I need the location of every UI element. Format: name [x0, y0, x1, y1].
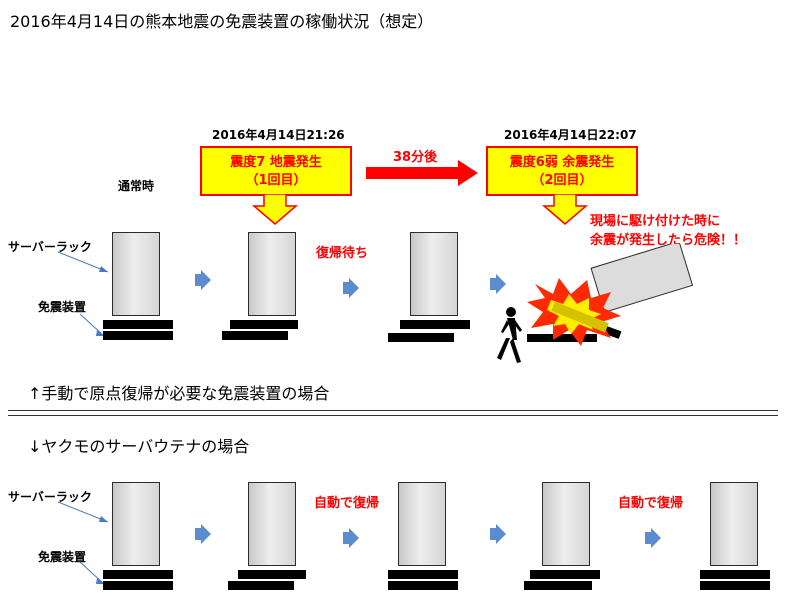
- yakumo-note: ↓ヤクモのサーバウテナの場合: [28, 437, 250, 456]
- flow-arrow-2-body: [343, 282, 349, 294]
- isolator-upper-b3: [388, 570, 458, 579]
- isolator-lower-b5: [700, 581, 770, 590]
- server-rack-2: [248, 232, 296, 316]
- danger-line1: 現場に駆け付けた時に: [590, 214, 721, 229]
- isolator-lower-3: [388, 333, 454, 342]
- rack-pointer-head: [99, 266, 108, 272]
- server-rack-b2: [248, 482, 296, 566]
- flow-arrow-2-head: [349, 278, 359, 298]
- server-rack-b1: [112, 482, 160, 566]
- interval-arrow: [366, 160, 478, 186]
- collapse-scene: [497, 244, 694, 363]
- server-rack-3: [410, 232, 458, 316]
- flow-arrow-b3: [490, 524, 506, 544]
- isolator-pointer-head: [96, 330, 104, 336]
- divider-top: [8, 410, 778, 411]
- isolator-upper-1: [103, 320, 173, 329]
- isolator-lower-2: [222, 331, 288, 340]
- normal-state-label: 通常時: [118, 179, 155, 193]
- isolator-label-bottom: 免震装置: [38, 550, 87, 564]
- broken-plate-icon: [551, 301, 609, 333]
- server-rack-b3: [398, 482, 446, 566]
- isolator-lower-b1: [103, 581, 173, 590]
- fallen-isolator-lower: [527, 334, 597, 342]
- event2-down-arrow-shape: [541, 194, 589, 225]
- fallen-rack-icon: [590, 244, 694, 313]
- flow-arrow-b2-body: [343, 532, 349, 544]
- isolator-label: 免震装置: [38, 300, 87, 314]
- flow-arrow-1-head: [201, 270, 211, 290]
- flow-arrow-b2-head: [349, 528, 359, 548]
- server-rack-label-bottom: サーバーラック: [8, 490, 92, 504]
- rack-pointer-line: [57, 251, 109, 273]
- isolator-lower-b2: [228, 581, 294, 590]
- server-rack-label: サーバーラック: [8, 240, 92, 254]
- flow-arrow-b1-body: [195, 528, 201, 540]
- event1-callout: 震度7 地震発生 （1回目）: [200, 146, 352, 196]
- isolator-pointer-line-bottom: [79, 561, 105, 585]
- server-rack-b4: [542, 482, 590, 566]
- isolator-upper-b2: [238, 570, 306, 579]
- flow-arrow-b1: [195, 524, 211, 544]
- danger-line2: 余震が発生したら危険！！: [590, 233, 747, 248]
- interval-label: 38分後: [393, 150, 438, 165]
- flow-arrow-1-body: [195, 274, 201, 286]
- page-title: 2016年4月14日の熊本地震の免震装置の稼働状況（想定）: [10, 12, 434, 31]
- waiting-label: 復帰待ち: [316, 246, 369, 261]
- server-rack-b5: [710, 482, 758, 566]
- flow-arrow-3-head: [496, 274, 506, 294]
- event2-line2: （2回目）: [531, 173, 593, 188]
- isolator-lower-1: [103, 331, 173, 340]
- person-walking-icon: [497, 307, 522, 363]
- event2-datetime: 2016年4月14日22:07: [504, 128, 637, 142]
- event1-line1: 震度7 地震発生: [230, 155, 322, 170]
- isolator-upper-2: [230, 320, 298, 329]
- event2-down-arrow: [541, 194, 589, 225]
- server-rack-1: [112, 232, 160, 316]
- manual-return-note: ↑手動で原点復帰が必要な免震装置の場合: [28, 384, 330, 403]
- rack-pointer-head-bottom: [99, 516, 108, 522]
- isolator-upper-3: [400, 320, 470, 329]
- event1-down-arrow-shape: [251, 194, 299, 225]
- interval-arrow-shape: [366, 160, 478, 186]
- auto-return-label-1: 自動で復帰: [314, 496, 380, 511]
- flow-arrow-2: [343, 278, 359, 298]
- isolator-pointer-line: [79, 313, 105, 337]
- flow-arrow-b4-head: [651, 528, 661, 548]
- flow-arrow-b1-head: [201, 524, 211, 544]
- event1-line2: （1回目）: [245, 173, 307, 188]
- flow-arrow-b4: [645, 528, 661, 548]
- event2-callout: 震度6弱 余震発生 （2回目）: [486, 146, 638, 196]
- divider-bottom: [8, 415, 778, 416]
- flow-arrow-1: [195, 270, 211, 290]
- event1-datetime: 2016年4月14日21:26: [212, 128, 345, 142]
- isolator-lower-b4: [524, 581, 592, 590]
- isolator-lower-b3: [388, 581, 458, 590]
- isolator-upper-b5: [700, 570, 770, 579]
- event2-line1: 震度6弱 余震発生: [509, 155, 615, 170]
- flow-arrow-3-body: [490, 278, 496, 290]
- rack-pointer-line-bottom: [57, 501, 109, 523]
- danger-warning: 現場に駆け付けた時に 余震が発生したら危険！！: [590, 212, 746, 250]
- flow-arrow-b4-body: [645, 532, 651, 544]
- isolator-pointer-head-bottom: [96, 578, 104, 584]
- isolator-upper-b4: [530, 570, 600, 579]
- isolator-upper-b1: [103, 570, 173, 579]
- flow-arrow-3: [490, 274, 506, 294]
- flow-arrow-b3-body: [490, 528, 496, 540]
- auto-return-label-2: 自動で復帰: [618, 496, 684, 511]
- flow-arrow-b2: [343, 528, 359, 548]
- flow-arrow-b3-head: [496, 524, 506, 544]
- event1-down-arrow: [251, 194, 299, 225]
